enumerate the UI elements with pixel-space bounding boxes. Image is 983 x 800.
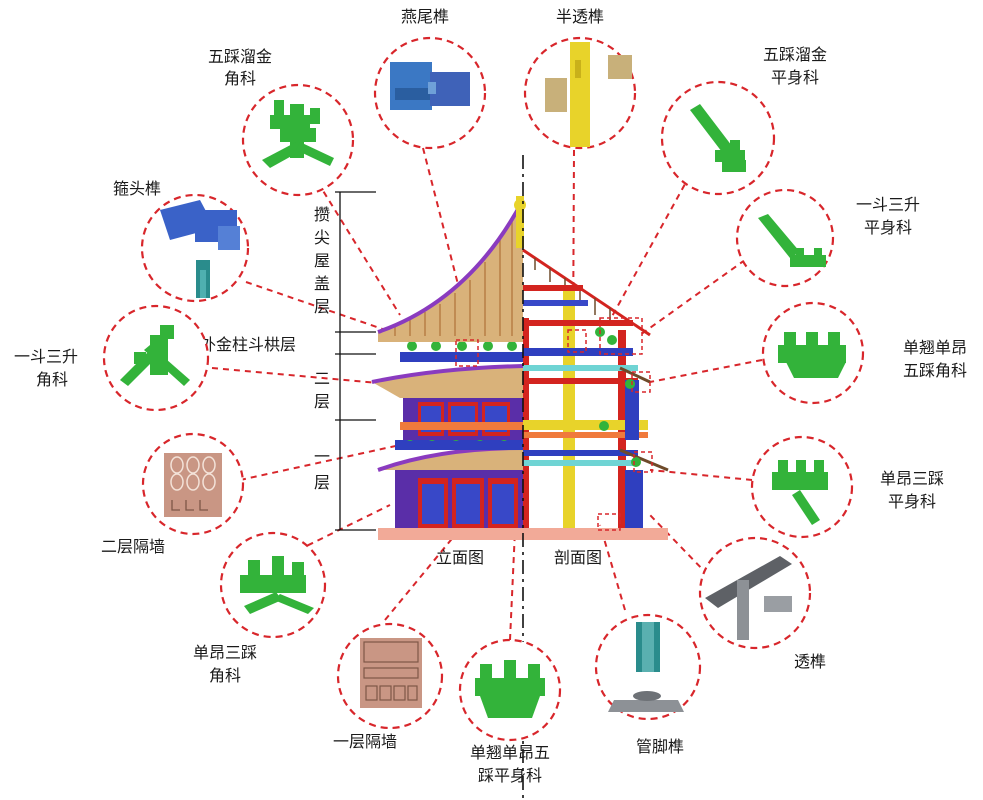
detail-tou-sun <box>698 536 812 650</box>
elevation-label: 立面图 <box>436 548 484 567</box>
label-yidou-sansheng-pingshenke-2: 平身科 <box>864 218 912 237</box>
detail-erceng-geqiang <box>141 432 245 536</box>
detail-danqiao-danang-wucai-pingshenke <box>458 638 562 742</box>
detail-wucai-liujin-pingshenke <box>660 80 776 196</box>
detail-yidou-sansheng-jiaoke <box>102 304 210 412</box>
section-label: 剖面图 <box>554 548 602 567</box>
label-erceng-geqiang: 二层隔墙 <box>101 537 165 556</box>
detail-yanwei-sun <box>373 36 487 150</box>
label-danang-sancai-pingshenke-2: 平身科 <box>888 492 936 511</box>
level-roof-char-2: 尖 <box>314 228 330 247</box>
label-tou-sun: 透榫 <box>794 652 826 671</box>
level-roof-char-4: 盖 <box>314 274 330 293</box>
label-bantou-sun: 半透榫 <box>556 7 604 26</box>
label-danqiao-danang-wucai-jiaoke-2: 五踩角科 <box>903 361 967 380</box>
label-danang-sancai-pingshenke-1: 单昂三踩 <box>880 469 944 488</box>
detail-yiceng-geqiang <box>336 622 444 730</box>
label-danang-sancai-jiaoke-1: 单昂三踩 <box>193 643 257 662</box>
level-first-char-1: 一 <box>314 447 330 466</box>
level-roof-char-1: 攒 <box>314 205 330 224</box>
detail-gutou-sun <box>140 193 250 303</box>
level-second-char-2: 层 <box>314 392 330 411</box>
label-yidou-sansheng-jiaoke-2: 角科 <box>36 370 68 389</box>
level-roof-char-5: 层 <box>314 297 330 316</box>
section-view <box>514 196 669 528</box>
level-roof-char-3: 屋 <box>314 251 330 270</box>
label-wucai-liujin-pingshenke-2: 平身科 <box>771 68 819 87</box>
label-yidou-sansheng-pingshenke-1: 一斗三升 <box>856 195 920 214</box>
level-first-char-2: 层 <box>314 473 330 492</box>
detail-wucai-liujin-jiaoke <box>241 83 355 197</box>
detail-guanjiao-sun <box>594 613 702 721</box>
label-yanwei-sun: 燕尾榫 <box>401 7 449 26</box>
level-outer-column-bracket: 外金柱斗栱层 <box>200 335 296 354</box>
detail-danqiao-danang-wucai-jiaoke <box>761 301 865 405</box>
label-yidou-sansheng-jiaoke-1: 一斗三升 <box>14 347 78 366</box>
label-danang-sancai-jiaoke-2: 角科 <box>209 666 241 685</box>
detail-yidou-sansheng-pingshenke <box>735 188 835 288</box>
label-wucai-liujin-jiaoke-2: 角科 <box>224 69 256 88</box>
leader-lines <box>211 147 763 641</box>
detail-danang-sancai-jiaoke <box>219 531 327 639</box>
label-gutou-sun: 箍头榫 <box>113 179 161 198</box>
label-danqiao-danang-wucai-pingshenke-2: 踩平身科 <box>478 766 542 785</box>
label-wucai-liujin-pingshenke-1: 五踩溜金 <box>763 45 827 64</box>
elevation-view <box>371 199 525 528</box>
label-guanjiao-sun: 管脚榫 <box>636 737 684 756</box>
label-danqiao-danang-wucai-jiaoke-1: 单翘单昂 <box>903 338 967 357</box>
pavilion-drawing <box>371 196 669 540</box>
detail-bantou-sun <box>523 36 637 150</box>
level-second-char-1: 二 <box>314 369 330 388</box>
label-yiceng-geqiang: 一层隔墙 <box>333 732 397 751</box>
level-dimensions <box>335 191 376 531</box>
label-danqiao-danang-wucai-pingshenke-1: 单翘单昂五 <box>470 743 550 762</box>
label-wucai-liujin-jiaoke-1: 五踩溜金 <box>208 47 272 66</box>
detail-danang-sancai-pingshenke <box>750 435 854 539</box>
